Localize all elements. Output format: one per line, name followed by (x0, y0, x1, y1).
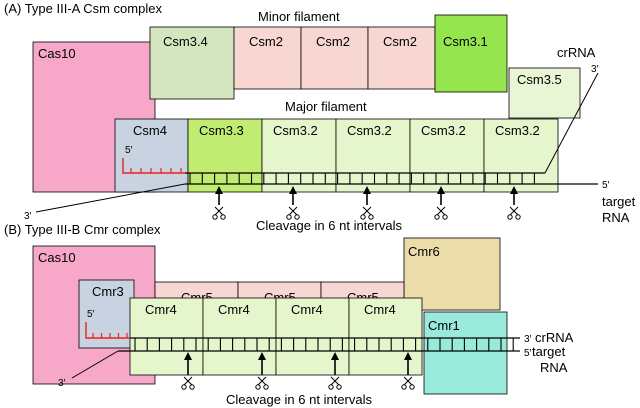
csm32-box-1 (261, 118, 337, 193)
panel-a: (A) Type III-A Csm complex Minor filamen… (4, 1, 636, 233)
csm33-label: Csm3.3 (199, 123, 244, 138)
target-rna-tail-a (35, 183, 186, 213)
csm32-box-2 (335, 118, 411, 193)
target-label-a-1: target (602, 194, 636, 209)
csm34-label: Csm3.4 (163, 34, 208, 49)
scissors-icon (328, 376, 342, 390)
cas10-label-a: Cas10 (38, 46, 76, 61)
cas10-label-b: Cas10 (38, 250, 76, 265)
csm31-label: Csm3.1 (443, 34, 488, 49)
cmr1-box (423, 311, 508, 395)
crrna-3prime-b: 3′ (524, 334, 532, 345)
scissors-icon (286, 206, 300, 220)
csm2-label-3: Csm2 (383, 34, 417, 49)
cmr3-label: Cmr3 (92, 284, 124, 299)
cleavage-label-b: Cleavage in 6 nt intervals (226, 392, 372, 407)
cmr4-label-2: Cmr4 (218, 302, 250, 317)
crrna-3prime-a: 3′ (591, 64, 599, 75)
crrna-label-a: crRNA (557, 45, 596, 60)
scissors-icon (181, 376, 195, 390)
target-label-b-2: RNA (540, 360, 568, 375)
cmr4-label-4: Cmr4 (364, 302, 396, 317)
scissors-icon (434, 206, 448, 220)
crrna-label-b: crRNA (535, 330, 574, 345)
scissors-icon (360, 206, 374, 220)
cmr3-5prime: 5′ (87, 309, 95, 320)
panel-a-title: (A) Type III-A Csm complex (4, 1, 162, 16)
csm32-label-4: Csm3.2 (495, 123, 540, 138)
cmr4-box-2 (202, 297, 277, 376)
crrna-handle-ticks-b (92, 333, 128, 338)
csm35-box (508, 67, 581, 119)
csm4-box (114, 118, 189, 193)
scissors-icon (255, 376, 269, 390)
cmr4-box-4 (348, 297, 423, 376)
panel-b-title: (B) Type III-B Cmr complex (4, 222, 161, 237)
cleavage-label-a: Cleavage in 6 nt intervals (256, 218, 402, 233)
csm32-label-1: Csm3.2 (273, 123, 318, 138)
target-label-a-2: RNA (602, 210, 630, 225)
target-5prime-b: 5′ (524, 348, 532, 359)
cmr6-label: Cmr6 (408, 244, 440, 259)
target-5prime-a: 5′ (602, 180, 610, 191)
crrna-handle-red-b (85, 322, 130, 339)
csm2-box-1 (233, 26, 302, 90)
crrna-handle-red-a (122, 158, 185, 174)
csm2-box-2 (300, 26, 369, 90)
csm4-5prime: 5′ (125, 145, 133, 156)
csm34-box (149, 26, 235, 100)
panel-b: (B) Type III-B Cmr complex Cas10 Cmr6 Cm… (4, 222, 574, 407)
cmr1-label: Cmr1 (428, 318, 460, 333)
csm4-label: Csm4 (133, 123, 167, 138)
csm32-label-3: Csm3.2 (421, 123, 466, 138)
csm32-box-3 (409, 118, 485, 193)
minor-filament-label: Minor filament (258, 9, 340, 24)
cmr3-box (78, 279, 135, 349)
csm2-label-2: Csm2 (316, 34, 350, 49)
major-filament-label: Major filament (285, 99, 367, 114)
crrna-handle-ticks-a (130, 168, 182, 173)
csm33-box (187, 118, 263, 193)
csm2-box-3 (367, 26, 436, 90)
scissors-icon (212, 206, 226, 220)
csm35-label: Csm3.5 (517, 72, 562, 87)
target-3prime-b: 3′ (58, 378, 66, 389)
cmr4-box-3 (275, 297, 350, 376)
cmr4-label-3: Cmr4 (291, 302, 323, 317)
target-label-b-1: target (532, 344, 566, 359)
csm32-box-4 (483, 118, 559, 193)
target-3prime-a: 3′ (24, 211, 32, 222)
crrna-ticks-a (189, 173, 535, 184)
crrna-ticks-b (134, 338, 514, 351)
scissors-icon (507, 206, 521, 220)
cmr4-label-1: Cmr4 (145, 302, 177, 317)
target-rna-tail-b (71, 350, 119, 379)
cleavage-markers-b (181, 352, 415, 390)
cleavage-markers-a (212, 186, 521, 220)
csm31-box (434, 14, 508, 93)
scissors-icon (401, 376, 415, 390)
csm2-label-1: Csm2 (249, 34, 283, 49)
csm32-label-2: Csm3.2 (347, 123, 392, 138)
crrna-3prime-line-a (544, 72, 599, 174)
